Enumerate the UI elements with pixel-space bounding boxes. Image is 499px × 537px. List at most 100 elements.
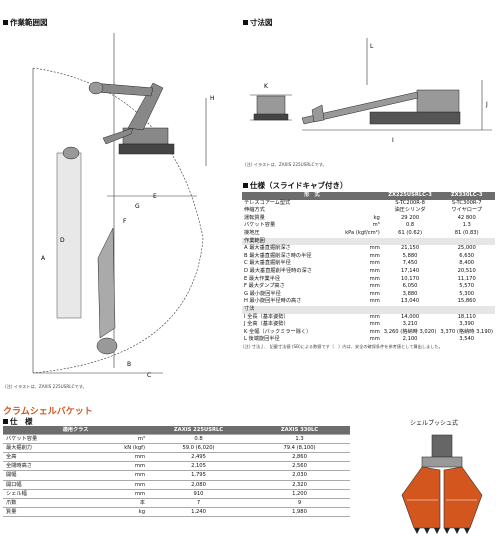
spec-cell-unit: mm: [369, 328, 380, 335]
spec-cell-v2: 8,400: [459, 260, 475, 267]
work-range-title: 作業範囲図: [3, 17, 48, 28]
shell-cell-unit: mm: [112, 489, 148, 499]
spec-cell-label: J 全高（基本姿勢）: [244, 321, 289, 328]
square-bullet-icon: [3, 419, 8, 424]
spec-header-row: 形 式 ZX225USRLC-3 ZX330LC-3: [242, 192, 495, 200]
spec-cell-label: C 最大垂直掘削半径: [244, 260, 291, 267]
shell-cell-v2: 1,200: [249, 489, 350, 499]
spec-cell-label: G 最小旋回半径: [244, 290, 281, 297]
shell-cell-unit: kg: [112, 507, 148, 517]
spec-table: 形 式 ZX225USRLC-3 ZX330LC-3 テレスコアーム型式 S-TC…: [242, 192, 495, 344]
spec-header-zx225: ZX225USRLC-3: [381, 192, 439, 200]
spec-cell-v2: 18,110: [457, 313, 476, 320]
range-label-e: E: [153, 193, 157, 200]
spec-cell-v2: 6,630: [459, 252, 475, 259]
range-label-g: G: [135, 203, 140, 210]
shell-cell-v2: 1,980: [249, 507, 350, 517]
spec-cell-label: テレスコアーム型式: [244, 199, 291, 206]
range-label-f: F: [123, 218, 127, 225]
shell-cell-label: シェル幅: [3, 489, 112, 499]
spec-cell-v1: S-TC200R-8: [395, 199, 425, 206]
spec-cell-v1: 油圧シリンダ: [394, 207, 426, 214]
shell-header-zx225: ZAXIS 225USRLC: [148, 426, 249, 436]
spec-cell-label: L 後端旋回半径: [244, 336, 280, 343]
shell-cell-v2: 2,860: [249, 452, 350, 463]
shell-cell-v1: 910: [148, 489, 249, 499]
spec-cell-v2: 11,170: [457, 275, 476, 282]
spec-cell-v2: 20,510: [457, 267, 476, 274]
square-bullet-icon: [243, 20, 248, 25]
work-range-diagram: H G F E D A B C: [32, 33, 215, 379]
shell-push-label: シェルプッシュ式: [410, 420, 459, 427]
shell-cell-label: 開幅: [3, 470, 112, 481]
spec-row: 作業範囲: [242, 237, 495, 246]
shell-cell-v1: 2,105: [148, 461, 249, 472]
dim-label-j: J: [485, 101, 488, 108]
spec-cell-label: 作業範囲: [242, 237, 344, 246]
spec-cell-unit: mm: [369, 275, 380, 282]
shell-cell-label: バケット容量: [3, 434, 112, 445]
shell-cell-label: 開口幅: [3, 480, 112, 490]
spec-cell-unit: kg: [373, 214, 380, 221]
spec-cell-v1: 0.8: [405, 222, 415, 229]
spec-cell-v2: 5,570: [459, 283, 475, 290]
spec-cell-v2: 3,370 (格納時 3,190): [440, 328, 493, 335]
spec-cell-v2: 25,000: [457, 245, 476, 252]
spec-row: 寸法: [242, 305, 495, 314]
spec-cell-v2: 81 (0.83): [454, 229, 479, 236]
shell-cell-v2: 2,320: [249, 480, 350, 490]
spec-title: 仕様（スライドキャブ付き）: [243, 180, 348, 191]
range-label-h: H: [210, 95, 215, 102]
range-label-a: A: [41, 255, 46, 262]
shell-cell-label: 全高: [3, 452, 112, 463]
shell-cell-label: 爪数: [3, 498, 112, 508]
shell-cell-unit: mm: [112, 470, 148, 481]
dimensions-note: (注) イラストは、ZAXIS 225USRLCです。: [245, 162, 327, 167]
spec-cell-unit: [343, 305, 382, 314]
spec-cell-label: B 最大垂直掘削深さ時の半径: [244, 252, 312, 259]
spec-cell-v1: 2,100: [402, 336, 418, 343]
spec-cell-v2: [438, 305, 495, 314]
spec-cell-v2: ワイヤロープ: [451, 207, 483, 214]
spec-cell-v1: 7,450: [402, 260, 418, 267]
spec-cell-v1: 61 (0.62): [398, 229, 422, 236]
shell-cell-label: 全閉時高さ: [3, 461, 112, 472]
spec-cell-label: 伸縮方式: [244, 207, 265, 214]
spec-cell-v2: 1.3: [462, 222, 471, 229]
range-note: (注) イラストは、ZAXIS 225USRLCです。: [5, 384, 87, 389]
shell-cell-v2: 9: [249, 498, 350, 508]
spec-row: バケット容量 m³ 0.8 1.3: [242, 222, 495, 230]
spec-cell-v1: 3,880: [402, 290, 418, 297]
spec-cell-v1: 13,040: [400, 298, 420, 305]
shell-cell-unit: mm: [112, 452, 148, 463]
spec-cell-v2: 42 800: [457, 214, 476, 221]
shell-cell-v2: 79.4 (8,100): [249, 443, 350, 454]
shell-cell-v2: 1.3: [249, 434, 350, 445]
spec-cell-unit: m³: [372, 222, 380, 229]
spec-cell-v1: 14,000: [400, 313, 420, 320]
shell-cell-label: 質量: [3, 507, 112, 517]
crab-spec-title: 仕 様: [3, 416, 33, 427]
spec-cell-unit: mm: [369, 283, 380, 290]
spec-cell-label: バケット容量: [244, 222, 276, 229]
spec-cell-label: A 最大垂直掘削深さ: [244, 245, 291, 252]
spec-cell-v2: [438, 237, 495, 246]
range-label-d: D: [60, 237, 65, 244]
